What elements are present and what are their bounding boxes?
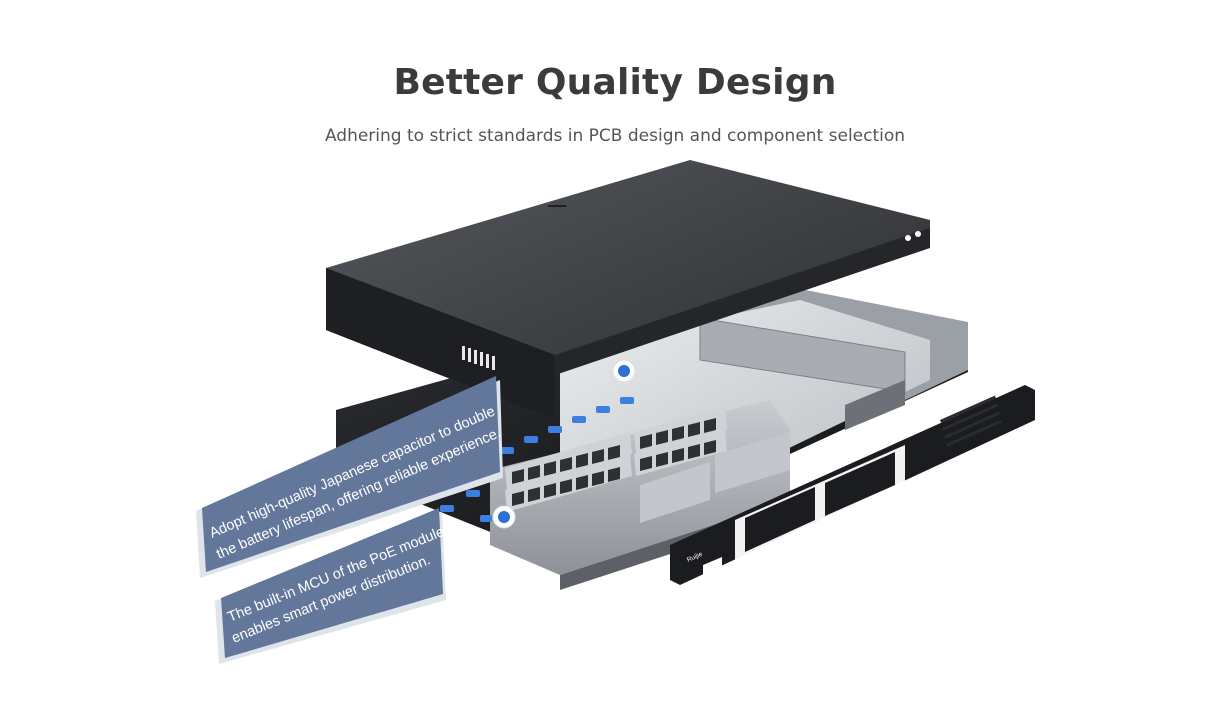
section-title: Better Quality Design xyxy=(393,62,837,103)
section-subtitle: Adhering to strict standards in PCB desi… xyxy=(324,126,906,146)
hotspot-top[interactable] xyxy=(612,359,636,383)
front-faceplate: Ruijie xyxy=(670,385,1035,585)
port-block-detail xyxy=(505,407,790,523)
hotspot-pcb[interactable] xyxy=(492,505,516,529)
